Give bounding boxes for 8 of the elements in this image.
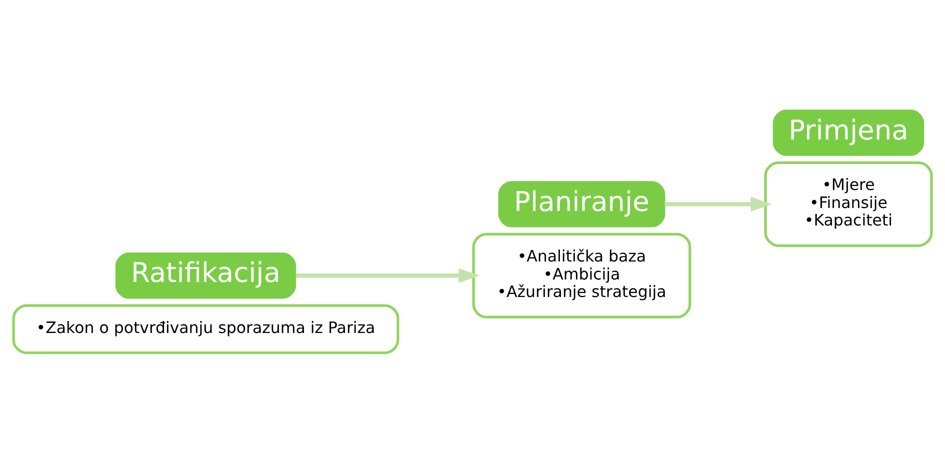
node-box: Planiranje <box>498 180 666 227</box>
node-box: •Analitička baza •Ambicija •Ažuriranje strategija <box>472 232 692 318</box>
node-box: •Mjere •Finansije •Kapaciteti <box>764 160 933 246</box>
arrow <box>296 268 480 282</box>
node-box: Primjena <box>772 109 924 156</box>
node-box: Ratifikacija <box>115 252 296 298</box>
node-box: •Zakon o potvrđivanju sporazuma iz Pariza <box>12 304 400 354</box>
arrow <box>664 196 772 212</box>
